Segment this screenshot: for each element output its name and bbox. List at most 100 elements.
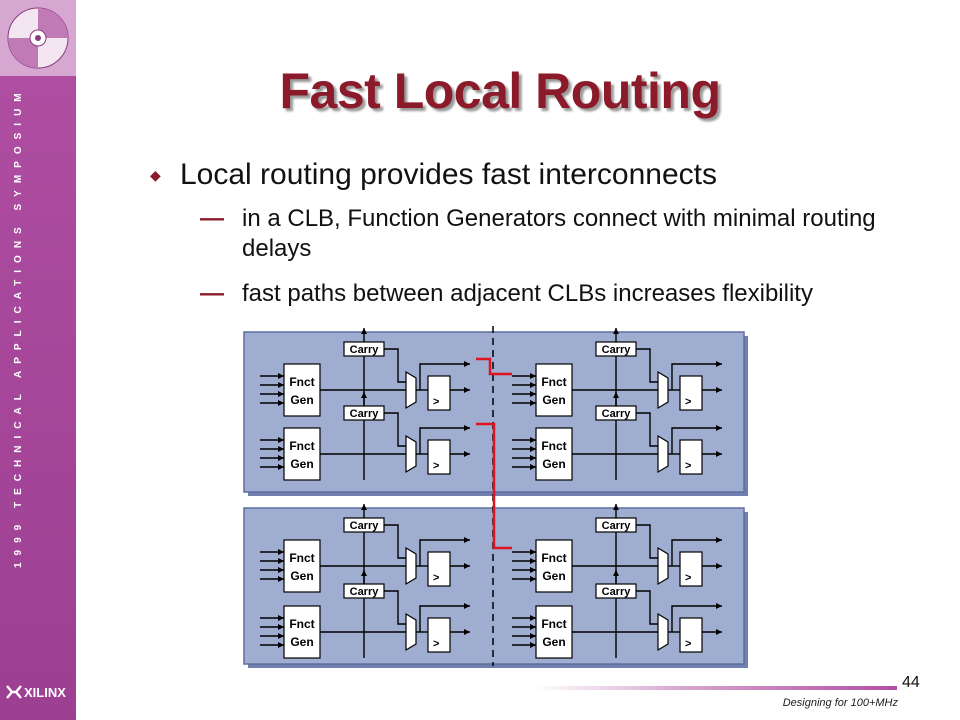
output-arrow bbox=[464, 451, 470, 457]
footer-rule bbox=[535, 686, 897, 690]
carry-to-mux bbox=[384, 524, 406, 559]
input-arrow bbox=[530, 391, 536, 397]
carry-arrow bbox=[361, 328, 367, 334]
flip-flop-clock-mark: > bbox=[433, 396, 439, 408]
flip-flop-box bbox=[679, 439, 703, 475]
input-arrow bbox=[278, 558, 284, 564]
fnct-gen-label: Fnct bbox=[541, 551, 566, 565]
output-arrow bbox=[464, 629, 470, 635]
fnct-gen-label: Fnct bbox=[541, 617, 566, 631]
output-arrow bbox=[716, 387, 722, 393]
fnct-gen-label: Fnct bbox=[289, 439, 314, 453]
mux-shape bbox=[657, 434, 669, 474]
flip-flop-clock-mark: > bbox=[685, 638, 691, 650]
input-arrow bbox=[278, 576, 284, 582]
input-arrow bbox=[278, 391, 284, 397]
input-arrow bbox=[530, 382, 536, 388]
output-arrow bbox=[464, 387, 470, 393]
mux-shape bbox=[405, 546, 417, 586]
input-arrow bbox=[530, 624, 536, 630]
flip-flop-box bbox=[427, 375, 451, 411]
symposium-vertical-text: 1999 TECHNICAL APPLICATIONS SYMPOSIUM bbox=[13, 86, 24, 568]
input-arrow bbox=[278, 615, 284, 621]
sidebar: 1999 TECHNICAL APPLICATIONS SYMPOSIUM XI… bbox=[0, 0, 76, 720]
fnct-gen-label: Gen bbox=[542, 635, 565, 649]
input-arrow bbox=[278, 382, 284, 388]
xilinx-logo: XILINX bbox=[6, 680, 74, 704]
carry-label: Carry bbox=[350, 586, 380, 598]
input-arrow bbox=[278, 437, 284, 443]
fnct-gen-label: Gen bbox=[542, 569, 565, 583]
flip-flop-clock-mark: > bbox=[433, 460, 439, 472]
fast-route-path-top bbox=[476, 357, 512, 376]
flip-flop-clock-mark: > bbox=[433, 638, 439, 650]
input-arrow bbox=[530, 373, 536, 379]
fnct-gen-label: Gen bbox=[542, 393, 565, 407]
input-arrow bbox=[530, 615, 536, 621]
fnct-gen-box bbox=[283, 363, 321, 417]
output-arrow bbox=[716, 563, 722, 569]
carry-label: Carry bbox=[350, 520, 380, 532]
bypass-output bbox=[671, 605, 722, 632]
output-arrow bbox=[464, 603, 470, 609]
carry-to-mux bbox=[636, 524, 658, 559]
page-number: 44 bbox=[902, 674, 920, 691]
bypass-output bbox=[671, 363, 722, 390]
flip-flop-box bbox=[427, 439, 451, 475]
flip-flop-clock-mark: > bbox=[685, 396, 691, 408]
carry-label: Carry bbox=[602, 344, 632, 356]
bypass-output bbox=[419, 605, 470, 632]
carry-arrow bbox=[361, 392, 367, 398]
carry-label: Carry bbox=[602, 586, 632, 598]
carry-arrow bbox=[613, 504, 619, 510]
output-arrow bbox=[716, 425, 722, 431]
output-arrow bbox=[716, 537, 722, 543]
cd-logo bbox=[0, 0, 76, 76]
output-arrow bbox=[464, 361, 470, 367]
input-arrow bbox=[278, 633, 284, 639]
footer-text: Designing for 100+MHz bbox=[782, 697, 898, 709]
carry-to-mux bbox=[636, 348, 658, 383]
fnct-gen-box bbox=[535, 605, 573, 659]
bypass-output bbox=[419, 427, 470, 454]
input-arrow bbox=[278, 455, 284, 461]
carry-to-mux bbox=[636, 412, 658, 447]
slide-title: Fast Local Routing bbox=[279, 63, 722, 119]
fast-route-path-bottom bbox=[476, 422, 512, 550]
input-arrow bbox=[530, 464, 536, 470]
flip-flop-clock-mark: > bbox=[685, 460, 691, 472]
mux-shape bbox=[405, 434, 417, 474]
carry-arrow bbox=[613, 570, 619, 576]
input-arrow bbox=[278, 446, 284, 452]
input-arrow bbox=[530, 446, 536, 452]
fnct-gen-label: Gen bbox=[290, 457, 313, 471]
fnct-gen-box bbox=[535, 539, 573, 593]
input-arrow bbox=[530, 437, 536, 443]
fnct-gen-label: Fnct bbox=[289, 617, 314, 631]
fnct-gen-label: Fnct bbox=[289, 375, 314, 389]
mux-shape bbox=[657, 370, 669, 410]
fnct-gen-label: Fnct bbox=[541, 375, 566, 389]
flip-flop-clock-mark: > bbox=[685, 572, 691, 584]
flip-flop-box bbox=[427, 617, 451, 653]
output-arrow bbox=[716, 361, 722, 367]
output-arrow bbox=[716, 629, 722, 635]
input-arrow bbox=[530, 576, 536, 582]
carry-to-mux bbox=[384, 348, 406, 383]
fnct-gen-label: Gen bbox=[290, 635, 313, 649]
input-arrow bbox=[530, 400, 536, 406]
clb-diagram-svg: FnctGenCarry>FnctGenCarry>FnctGenCarry>F… bbox=[243, 326, 748, 668]
mux-shape bbox=[657, 612, 669, 652]
subbullet-1-text: in a CLB, Function Generators connect wi… bbox=[242, 205, 876, 262]
carry-to-mux bbox=[384, 412, 406, 447]
flip-flop-box bbox=[679, 617, 703, 653]
carry-label: Carry bbox=[602, 520, 632, 532]
